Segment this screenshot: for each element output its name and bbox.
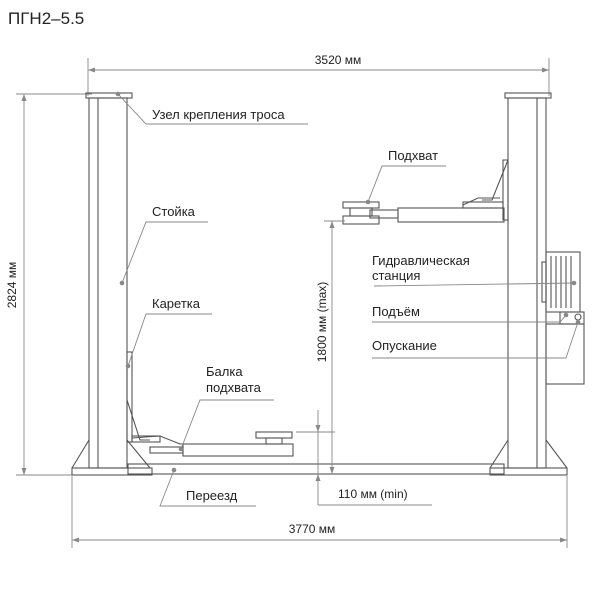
min-height-label: 110 мм (min) <box>338 487 408 501</box>
callout-pickup: Подхват <box>365 148 446 205</box>
hydraulic-label-line2: станция <box>372 268 420 283</box>
diagram-title: ПГН2–5.5 <box>8 9 84 28</box>
raise-label: Подъём <box>372 304 420 319</box>
ramp-label: Переезд <box>186 488 238 503</box>
callout-lift-arm: Балка подхвата <box>178 364 274 452</box>
arm-label-line1: Балка <box>206 364 243 379</box>
lower-label: Опускание <box>372 338 437 353</box>
callout-carriage: Каретка <box>125 296 212 369</box>
drive-over-ramp <box>127 463 505 475</box>
dimension-lift-height: 1800 мм (max) <box>315 220 345 474</box>
column-label: Стойка <box>152 204 196 219</box>
arm-label-line2: подхвата <box>206 380 262 395</box>
callout-lower: Опускание <box>372 319 581 359</box>
callout-raise: Подъём <box>372 304 569 323</box>
top-width-label: 3520 мм <box>315 53 362 67</box>
upper-lift-arm <box>342 197 505 225</box>
callout-cable-mount: Узел крепления троса <box>115 91 308 125</box>
callout-ramp: Переезд <box>159 467 256 507</box>
dimension-min-height: 110 мм (min) <box>296 410 432 506</box>
lift-height-label: 1800 мм (max) <box>315 282 329 363</box>
left-column <box>71 92 153 476</box>
dimension-height: 2824 мм <box>5 93 92 476</box>
dimension-bottom-width: 3770 мм <box>71 476 568 548</box>
pickup-label: Подхват <box>388 148 438 163</box>
hydraulic-label-line1: Гидравлическая <box>372 253 470 268</box>
callout-hydraulic: Гидравлическая станция <box>372 253 577 287</box>
dimension-top-width: 3520 мм <box>87 53 550 96</box>
cable-mount-label: Узел крепления троса <box>152 107 285 122</box>
carriage-label: Каретка <box>152 296 201 311</box>
right-column <box>482 92 568 476</box>
bottom-width-label: 3770 мм <box>289 522 336 536</box>
lower-lift-arm <box>131 431 294 457</box>
height-label: 2824 мм <box>5 262 19 309</box>
callout-column: Стойка <box>119 204 208 286</box>
